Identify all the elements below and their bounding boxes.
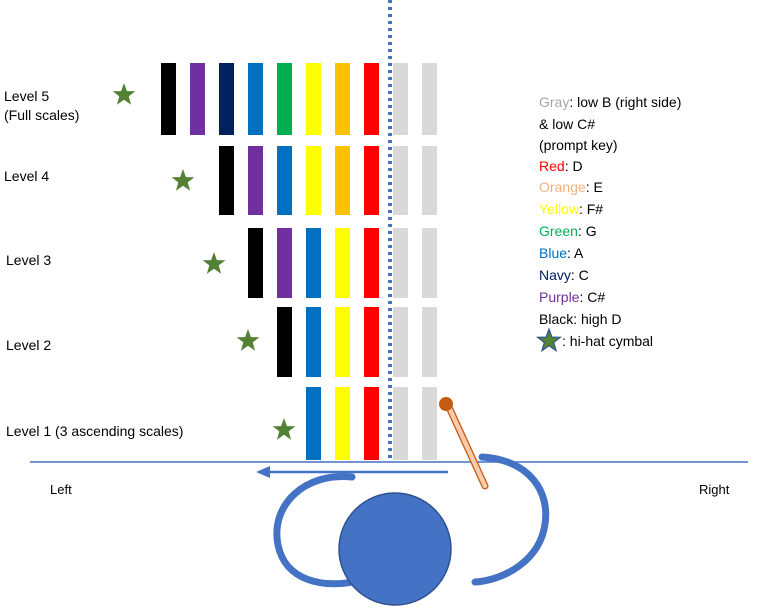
level-2-bar-gray [393, 307, 408, 377]
level-1-star-icon [272, 418, 296, 440]
level-5-bar-gray [393, 63, 408, 135]
level-5-sublabel: (Full scales) [4, 107, 79, 123]
right-swirl [471, 453, 550, 586]
legend-line-yellow: Yellow: F# [539, 201, 603, 217]
legend-yellow-name: Yellow [539, 201, 580, 217]
level-3-bar-gray [422, 228, 437, 298]
legend-blue-desc: : A [567, 245, 584, 261]
left-arrow [256, 466, 448, 478]
legend-yellow-desc: : F# [579, 201, 603, 217]
level-2-bar-red [364, 307, 379, 377]
legend-star-icon [536, 328, 562, 352]
level-4-bar-red [364, 146, 379, 215]
level-5-bar-gray [422, 63, 437, 135]
legend-red-name: Red [539, 158, 565, 174]
level-1-label: Level 1 (3 ascending scales) [6, 423, 183, 439]
left-label: Left [50, 482, 72, 497]
level-2-bar-blue [306, 307, 321, 377]
legend-green-desc: : G [578, 223, 597, 239]
level-5-bar-purple [190, 63, 205, 135]
legend-navy-name: Navy [539, 267, 571, 283]
legend-line-red: Red: D [539, 158, 583, 174]
legend-green-name: Green [539, 223, 578, 239]
legend-line-orange: Orange: E [539, 179, 603, 195]
legend-red-desc: : D [565, 158, 583, 174]
level-5-bar-blue [248, 63, 263, 135]
level-3-star-icon [202, 252, 226, 274]
level-5-bar-green [277, 63, 292, 135]
legend-line-blue: Blue: A [539, 245, 584, 261]
legend-purple-desc: : C# [579, 289, 605, 305]
level-5-bar-black [161, 63, 176, 135]
level-3-bar-yellow [335, 228, 350, 298]
legend-navy-desc: : C [571, 267, 589, 283]
level-3-bar-black [248, 228, 263, 298]
legend-gray-name: Gray [539, 94, 569, 110]
level-labels: Level 5 (Full scales) Level 4 Level 3 Le… [4, 88, 183, 439]
legend-gray-desc: : low B (right side) [569, 94, 681, 110]
level-4-bar-black [219, 146, 234, 215]
right-label: Right [699, 482, 730, 497]
legend-line-purple: Purple: C# [539, 289, 605, 305]
level-1-bar-red [364, 387, 379, 460]
legend-orange-name: Orange [539, 179, 586, 195]
level-3-bar-blue [306, 228, 321, 298]
level-5-bar-orange [335, 63, 350, 135]
legend-orange-desc: : E [586, 179, 603, 195]
level-1-bar-gray [393, 387, 408, 460]
legend-line-green: Green: G [539, 223, 597, 239]
legend-star-desc: : hi-hat cymbal [562, 333, 653, 349]
level-2-label: Level 2 [6, 337, 51, 353]
color-legend: Gray: low B (right side) & low C# (promp… [536, 94, 681, 352]
legend-line-2: & low C# [539, 116, 595, 132]
level-5-label: Level 5 [4, 88, 49, 104]
legend-black-desc: : high D [573, 311, 621, 327]
level-5-bar-navy [219, 63, 234, 135]
level-rows [161, 63, 437, 460]
level-4-bar-gray [422, 146, 437, 215]
level-4-bar-orange [335, 146, 350, 215]
level-1-bar-gray [422, 387, 437, 460]
level-2-bar-black [277, 307, 292, 377]
level-4-bar-purple [248, 146, 263, 215]
level-4-bar-blue [277, 146, 292, 215]
level-4-bar-gray [393, 146, 408, 215]
legend-purple-name: Purple [539, 289, 580, 305]
mallet-icon [439, 397, 489, 490]
level-4-label: Level 4 [4, 168, 49, 184]
level-3-label: Level 3 [6, 252, 51, 268]
legend-line-black: Black: high D [539, 311, 621, 327]
legend-line-navy: Navy: C [539, 267, 589, 283]
hi-hat-stars [112, 83, 296, 440]
level-4-bar-yellow [306, 146, 321, 215]
level-3-bar-purple [277, 228, 292, 298]
level-5-bar-red [364, 63, 379, 135]
level-4-star-icon [171, 169, 195, 191]
level-1-bar-yellow [335, 387, 350, 460]
left-swirl [273, 473, 366, 588]
player-head [338, 492, 452, 606]
legend-blue-name: Blue [539, 245, 567, 261]
level-2-bar-yellow [335, 307, 350, 377]
legend-black-name: Black [539, 311, 574, 327]
level-3-bar-red [364, 228, 379, 298]
level-5-star-icon [112, 83, 136, 105]
level-5-bar-yellow [306, 63, 321, 135]
level-2-bar-gray [422, 307, 437, 377]
legend-line-3: (prompt key) [539, 137, 618, 153]
level-3-bar-gray [393, 228, 408, 298]
level-1-bar-blue [306, 387, 321, 460]
level-2-star-icon [236, 329, 260, 351]
legend-line-1: Gray: low B (right side) [539, 94, 681, 110]
